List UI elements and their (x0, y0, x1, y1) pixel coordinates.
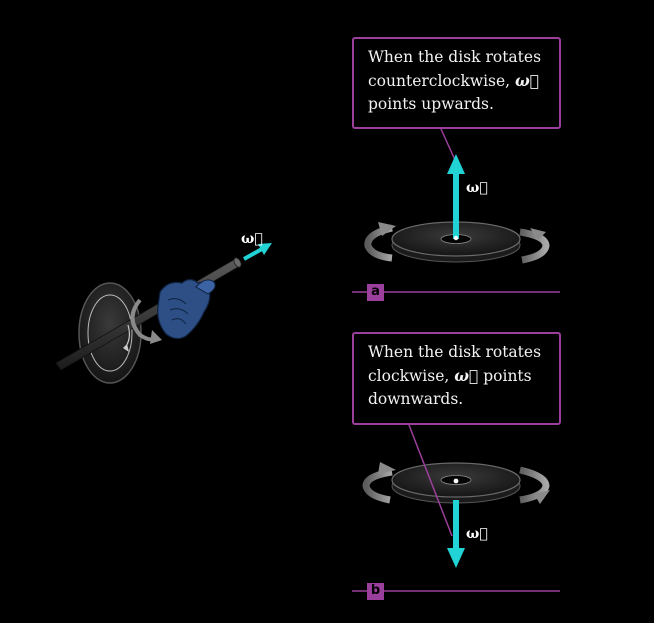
omega-down-arrowhead (447, 548, 465, 568)
panel-a-figure (352, 128, 560, 293)
rotation-arrowhead-left-b (378, 462, 396, 474)
tilted-disk-inner-ring (87, 294, 133, 372)
rotation-arrow-right-a (519, 228, 550, 264)
omega-up-arrowhead (447, 154, 465, 174)
curl-arrowhead (150, 330, 162, 344)
callout-a-text-1: When the disk rotates counterclockwise, (368, 48, 542, 90)
rotation-arrow-left-b (362, 468, 393, 504)
right-hand (157, 278, 216, 340)
callout-a-omega: ω⃗ (515, 71, 540, 90)
callout-b-text-2: points downwards. (368, 367, 532, 408)
hand-thumb (195, 279, 216, 295)
omega-label-hand: ω⃗ (241, 231, 263, 247)
hand-finger-lines (167, 298, 189, 325)
hand-rule-figure (55, 243, 272, 384)
rotation-arrow-left-a (364, 224, 393, 262)
callout-b-omega: ω⃗ (454, 366, 479, 385)
omega-vector-shaft (243, 247, 263, 261)
disk-a-axis-dot (453, 235, 459, 241)
rotation-arrow-right-b (519, 466, 550, 504)
panel-b-label: b (367, 583, 384, 600)
panel-b-figure (352, 424, 560, 592)
callout-b-leader (408, 424, 453, 537)
omega-vector-arrowhead (258, 243, 272, 255)
rotation-arrowhead-left-a (378, 222, 396, 236)
disk-b-axis-dot (453, 478, 459, 484)
callout-b: When the disk rotates clockwise, ω⃗ poin… (352, 332, 561, 425)
rotation-arrowhead-right-a (530, 228, 546, 240)
callout-a: When the disk rotates counterclockwise, … (352, 37, 561, 129)
rod-end (233, 257, 242, 268)
callout-a-text-2: points upwards. (368, 95, 494, 113)
rotation-arrowhead-right-b (534, 490, 550, 504)
omega-label-b: ω⃗ (466, 526, 488, 542)
disk-rotation-arrowhead (123, 344, 129, 352)
callout-b-text-1: When the disk rotates clockwise, (368, 343, 542, 385)
callout-a-leader (440, 128, 456, 161)
omega-label-a: ω⃗ (466, 180, 488, 196)
panel-a-label: a (367, 284, 384, 301)
hand-fist (157, 278, 211, 340)
